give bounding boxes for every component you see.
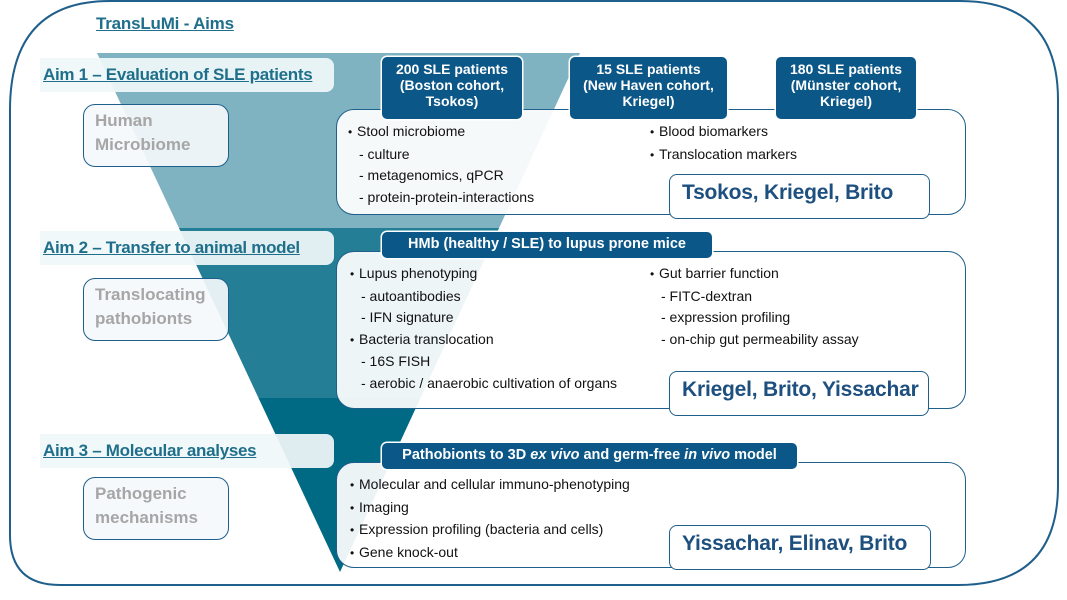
aim-1-theme-line-2: Microbiome <box>95 135 191 154</box>
aim-3-left-bullets: • Molecular and cellular immuno-phenotypi… <box>350 474 630 564</box>
cohort-tag-line: Kriegel) <box>819 93 873 109</box>
bullet-dot-icon: • <box>650 147 655 162</box>
sub-bullet-item: - FITC-dextran <box>650 286 859 308</box>
bullet-dot-icon: • <box>650 125 655 139</box>
aim-2-theme-box: Translocating pathobionts <box>83 278 229 341</box>
aim-3-theme-line-1: Pathogenic <box>95 484 187 503</box>
bullet-text: - autoantibodies <box>361 287 461 304</box>
bullet-text: Gene knock-out <box>359 543 458 560</box>
aim-3-label-bar <box>40 434 334 468</box>
outer-frame <box>9 0 1059 586</box>
bullet-text: - protein-protein-interactions <box>359 188 535 205</box>
bullet-dot-icon: • <box>348 125 353 139</box>
bullet-text: Blood biomarkers <box>659 123 768 139</box>
aim-1-investigators: Tsokos, Kriegel, Brito <box>669 174 930 219</box>
sub-bullet-item: - IFN signature <box>350 307 617 329</box>
aim-3-model-tag: Pathobionts to 3D ex vivo and germ-free … <box>382 443 797 469</box>
bullet-text: Stool microbiome <box>357 123 466 139</box>
bullet-dot-icon: • <box>350 545 355 560</box>
tag-text-part: in vivo <box>684 447 731 463</box>
bullet-item: • Gut barrier function <box>650 263 859 286</box>
cohort-tag-boston: 200 SLE patients (Boston cohort, Tsokos) <box>382 57 522 119</box>
aim-3-investigators: Yissachar, Elinav, Brito <box>669 525 931 570</box>
aim-1-right-bullets: • Blood biomarkers • Translocation markers <box>650 121 797 166</box>
aim-2-investigators: Kriegel, Brito, Yissachar <box>669 371 929 416</box>
cohort-tag-line: (Boston cohort, <box>399 77 505 93</box>
sub-bullet-item: - aerobic / anaerobic cultivation of org… <box>350 373 617 395</box>
bullet-text: Gut barrier function <box>659 265 779 281</box>
cohort-tag-line: Kriegel) <box>622 93 675 109</box>
aim-2-theme-line-2: pathobionts <box>95 309 193 328</box>
bullet-text: - metagenomics, qPCR <box>359 167 504 183</box>
cohort-tag-line: Tsokos) <box>425 93 479 109</box>
bullet-item: • Molecular and cellular immuno-phenotypi… <box>350 474 630 497</box>
bullet-text: - 16S FISH <box>361 353 431 369</box>
bullet-text: Expression profiling (bacteria and cells… <box>359 521 604 537</box>
tag-text-part: model <box>730 447 777 463</box>
sub-bullet-item: - on-chip gut permeability assay <box>650 329 859 351</box>
bullet-dot-icon: • <box>350 500 355 515</box>
sub-bullet-item: - expression profiling <box>650 307 859 329</box>
tag-text-part: ex vivo <box>530 447 580 463</box>
aim-3-label: Aim 3 – Molecular analyses <box>43 441 257 460</box>
aim-1-label: Aim 1 – Evaluation of SLE patients <box>43 65 313 84</box>
bullet-text: Molecular and cellular immuno-phenotypin… <box>359 476 630 492</box>
bullet-dot-icon: • <box>350 332 355 347</box>
cohort-tag-new-haven: 15 SLE patients (New Haven cohort, Krieg… <box>570 57 727 119</box>
aim-1-left-bullets: • Stool microbiome - culture - metagenomics… <box>348 121 534 208</box>
bullet-item: • Gene knock-out <box>350 542 630 565</box>
bullet-text: Lupus phenotyping <box>359 265 478 281</box>
sub-bullet-item: - metagenomics, qPCR <box>348 165 534 187</box>
cohort-tag-muenster: 180 SLE patients (Münster cohort, Kriege… <box>776 57 916 119</box>
bullet-dot-icon: • <box>350 267 355 281</box>
bullet-item: • Expression profiling (bacteria and cell… <box>350 519 630 542</box>
bullet-item: • Imaging <box>350 497 630 520</box>
sub-bullet-item: - autoantibodies <box>350 286 617 308</box>
bullet-text: Bacteria translocation <box>359 330 494 347</box>
bullet-text: - IFN signature <box>361 309 454 325</box>
bullet-dot-icon: • <box>350 478 355 492</box>
bullet-item: • Stool microbiome <box>348 121 534 144</box>
bullet-item: • Lupus phenotyping <box>350 263 617 286</box>
aim-3-theme-box: Pathogenic mechanisms <box>83 477 229 540</box>
diagram-title: TransLuMi - Aims <box>96 14 234 33</box>
tag-text-part: Pathobionts to 3D <box>402 447 531 463</box>
cohort-tag-line: 200 SLE patients <box>395 61 509 77</box>
bullet-item: • Blood biomarkers <box>650 121 797 144</box>
bullet-text: Imaging <box>359 498 409 515</box>
aim-1-theme-line-1: Human <box>95 111 153 130</box>
aim-2-label-bar <box>40 231 334 265</box>
cohort-tag-line: (New Haven cohort, <box>583 77 714 93</box>
bullet-text: - expression profiling <box>661 309 791 325</box>
bullet-text: - culture <box>359 145 410 162</box>
tag-text-part: and germ-free <box>579 447 685 463</box>
sub-bullet-item: - 16S FISH <box>350 351 617 373</box>
bullet-text: - aerobic / anaerobic cultivation of org… <box>361 374 618 391</box>
sub-bullet-item: - culture <box>348 144 534 166</box>
aim-2-theme-line-1: Translocating <box>95 285 206 304</box>
bullet-text: - on-chip gut permeability assay <box>661 330 859 347</box>
bullet-text: Translocation markers <box>659 145 797 162</box>
aim-2-left-bullets: • Lupus phenotyping - autoantibodies - IFN … <box>350 263 617 394</box>
bullet-item: • Bacteria translocation <box>350 329 617 352</box>
aim-2-right-bullets: • Gut barrier function - FITC-dextran - exp… <box>650 263 859 350</box>
aim-2-label: Aim 2 – Transfer to animal model <box>43 238 300 257</box>
bullet-text: - FITC-dextran <box>661 287 753 304</box>
cohort-tag-line: (Münster cohort, <box>790 77 902 93</box>
aim-3-theme-line-2: mechanisms <box>95 508 198 527</box>
aim-1-theme-box: Human Microbiome <box>83 104 229 167</box>
bullet-dot-icon: • <box>350 523 355 537</box>
aim-2-model-tag: HMb (healthy / SLE) to lupus prone mice <box>382 232 712 258</box>
sub-bullet-item: - protein-protein-interactions <box>348 187 534 209</box>
cohort-tag-line: 15 SLE patients <box>596 61 701 77</box>
cohort-tag-line: 180 SLE patients <box>789 61 903 77</box>
aim-1-label-bar <box>40 58 334 92</box>
bullet-item: • Translocation markers <box>650 144 797 167</box>
bullet-dot-icon: • <box>650 267 655 281</box>
